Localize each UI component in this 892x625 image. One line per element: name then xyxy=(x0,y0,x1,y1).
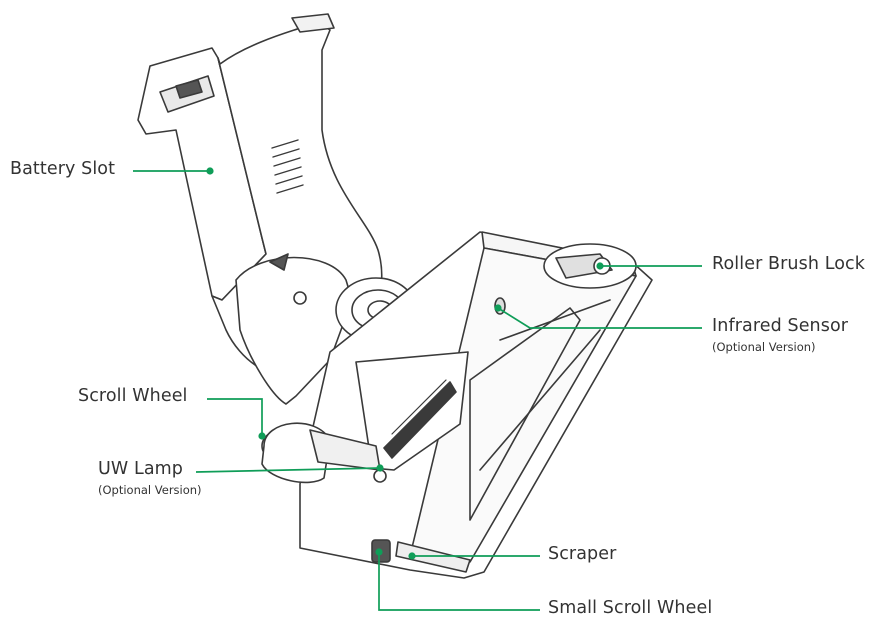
handle-vents xyxy=(271,139,304,194)
label-uw-lamp-note: (Optional Version) xyxy=(98,483,202,497)
label-infrared-sensor: Infrared Sensor xyxy=(712,316,849,336)
label-scraper: Scraper xyxy=(548,544,617,564)
callout-lines xyxy=(133,170,702,611)
infrared-sensor-callout xyxy=(497,307,702,329)
uw-lamp-callout xyxy=(195,467,381,473)
scroll-wheel-callout xyxy=(207,398,263,436)
scraper-part xyxy=(395,541,471,573)
callout-dots xyxy=(206,167,604,560)
label-small-scroll-wheel: Small Scroll Wheel xyxy=(548,598,713,618)
label-scroll-wheel: Scroll Wheel xyxy=(78,386,188,406)
label-infrared-sensor-note: (Optional Version) xyxy=(712,340,816,354)
label-roller-brush-lock: Roller Brush Lock xyxy=(712,254,865,274)
label-battery-slot: Battery Slot xyxy=(10,159,116,179)
small-scroll-wheel-callout xyxy=(378,552,540,611)
label-uw-lamp: UW Lamp xyxy=(98,459,184,479)
